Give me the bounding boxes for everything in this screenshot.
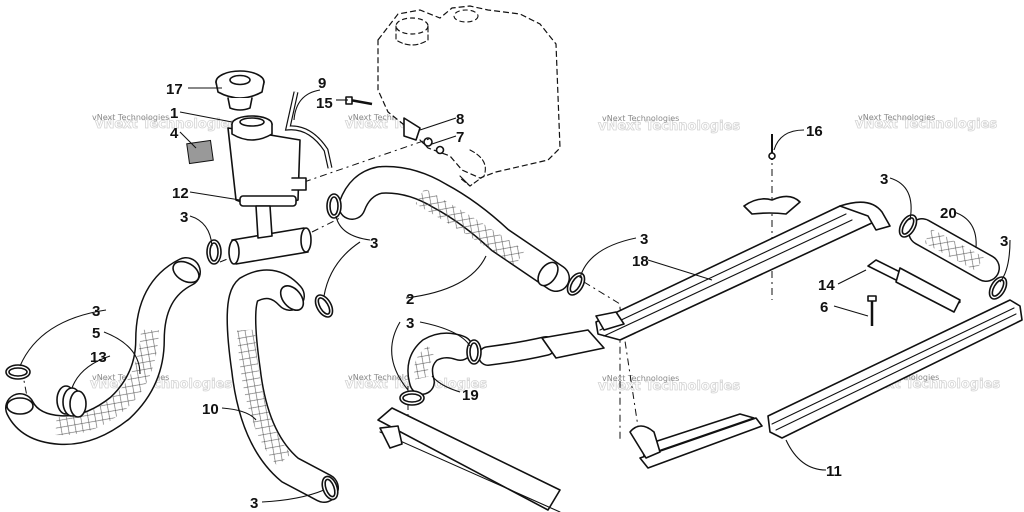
- hose-10: [226, 269, 339, 503]
- coolant-reservoir-tank: [377, 5, 561, 187]
- dashed-connector: [219, 249, 251, 263]
- callout-7: 7: [456, 129, 464, 146]
- watermark: vNext Technologies: [602, 114, 679, 123]
- watermark: vNext Technologies: [92, 113, 169, 122]
- callout-15: 15: [316, 95, 333, 112]
- overflow-hose: [284, 91, 333, 169]
- callout-6: 6: [820, 299, 828, 316]
- callout-3: 3: [640, 231, 648, 248]
- hose-clamp: [466, 339, 482, 365]
- callout-1: 1: [170, 105, 178, 122]
- callout-16: 16: [806, 123, 823, 140]
- hose-clamp: [326, 193, 342, 219]
- callout-12: 12: [172, 185, 189, 202]
- callouts: 17 1 4 12 3 9 15 8 7 3 2 3 5 13 10 3 3 1…: [90, 75, 1008, 512]
- filler-canister: [227, 115, 307, 207]
- frame-rail: [377, 407, 561, 512]
- tee-fitting: [228, 205, 312, 265]
- callout-8: 8: [456, 111, 464, 128]
- callout-10: 10: [202, 401, 219, 418]
- callout-18: 18: [632, 253, 649, 270]
- insulation-plate: [743, 195, 801, 215]
- spring-clamp: [56, 385, 87, 418]
- decal-label: [186, 139, 214, 165]
- callout-3: 3: [880, 171, 888, 188]
- rivet: [768, 134, 776, 160]
- hose-clamp: [898, 214, 918, 238]
- hose-clamp: [988, 276, 1008, 300]
- watermark: vNext Technologies: [95, 117, 237, 132]
- radiator-cap: [215, 70, 265, 111]
- hose-19: [407, 332, 473, 395]
- callout-4: 4: [170, 125, 179, 142]
- callout-3: 3: [92, 303, 100, 320]
- bolt: [867, 295, 877, 326]
- screw: [345, 96, 373, 106]
- hose-clamp: [321, 475, 339, 501]
- hose-short: [478, 336, 556, 366]
- callout-20: 20: [940, 205, 957, 222]
- watermark: vNext Technologies: [855, 117, 997, 132]
- callout-3: 3: [250, 495, 258, 512]
- hose-clamps: [5, 193, 1008, 501]
- hose-clamp: [5, 364, 31, 380]
- hose-2: [338, 165, 570, 292]
- watermark: vNext Technologies: [598, 119, 740, 134]
- watermark: vNext Technologies: [858, 113, 935, 122]
- hose-clamp: [206, 239, 222, 265]
- watermark: vNext Technologies: [598, 379, 740, 394]
- watermark: vNext Technologies: [602, 374, 679, 383]
- callout-3: 3: [370, 235, 378, 252]
- dashed-connector: [303, 137, 433, 183]
- hose-clamp: [399, 390, 425, 406]
- leader-lines: [19, 87, 1011, 503]
- watermark: vNext Technologies: [348, 113, 425, 122]
- callout-17: 17: [166, 81, 183, 98]
- callout-3: 3: [406, 315, 414, 332]
- dashed-connector: [311, 217, 341, 233]
- callout-9: 9: [318, 75, 326, 92]
- hose-clamp: [314, 294, 334, 318]
- mounting-bracket: [867, 259, 961, 313]
- callout-3: 3: [180, 209, 188, 226]
- dashed-connector: [583, 281, 621, 440]
- hose-20: [908, 218, 1000, 282]
- heat-exchanger-11: [629, 299, 1023, 469]
- callout-5: 5: [92, 325, 100, 342]
- callout-14: 14: [818, 277, 835, 294]
- callout-19: 19: [462, 387, 479, 404]
- tank-bracket: [403, 117, 445, 155]
- hose-5: [5, 257, 201, 446]
- callout-11: 11: [826, 463, 842, 480]
- callout-2: 2: [406, 291, 414, 308]
- watermark: vNext Technologies: [348, 373, 425, 382]
- callout-13: 13: [90, 349, 107, 366]
- callout-3: 3: [1000, 233, 1008, 250]
- heat-exchanger-18: [541, 201, 891, 359]
